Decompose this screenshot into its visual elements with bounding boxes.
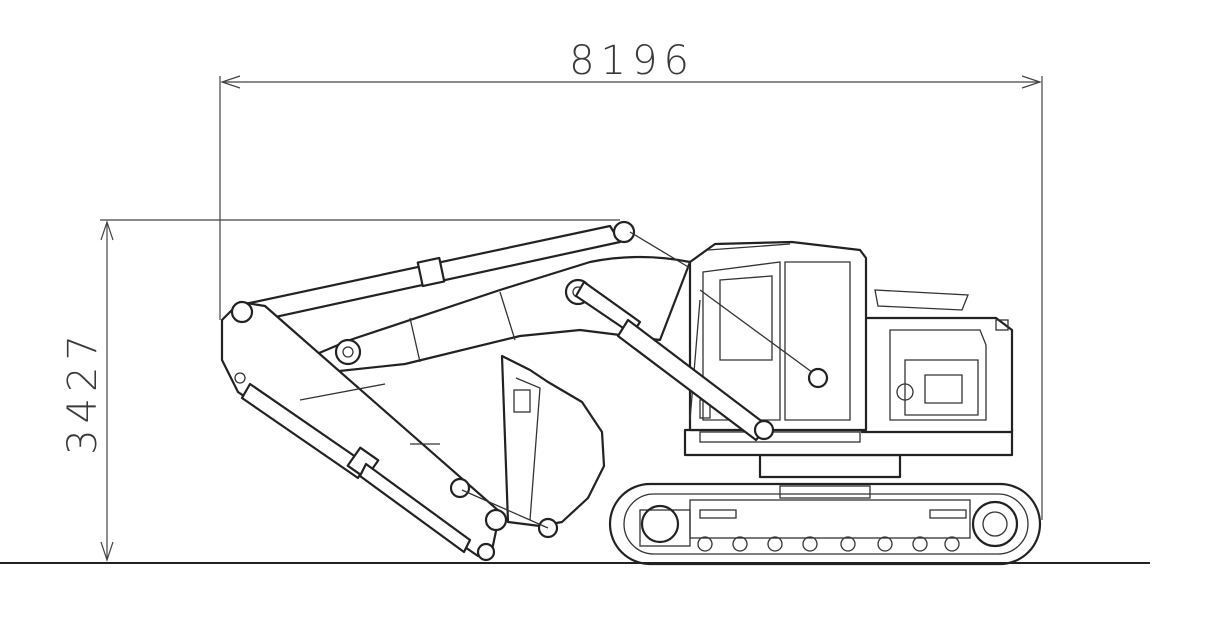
bucket-ear bbox=[513, 389, 531, 413]
bucket-pivot-pin bbox=[484, 508, 508, 532]
track-inner bbox=[623, 493, 1029, 555]
roller bbox=[877, 536, 893, 552]
roller bbox=[944, 536, 960, 552]
boom bbox=[243, 220, 829, 442]
boom-weld-seam bbox=[409, 317, 421, 363]
arm-brace bbox=[299, 383, 386, 401]
counterweight-inset bbox=[924, 374, 963, 404]
boom-hydraulic-line bbox=[699, 289, 821, 379]
boom-cylinder-barrel bbox=[616, 318, 770, 442]
handrail bbox=[874, 289, 969, 311]
engine-hood-panel bbox=[889, 329, 987, 421]
roller bbox=[767, 536, 783, 552]
crawler-track bbox=[608, 482, 1042, 566]
cab-upper-glass bbox=[719, 275, 773, 361]
arm-tip-pin bbox=[476, 542, 496, 562]
overall-length-label: 8196 bbox=[569, 38, 695, 84]
swing-bearing bbox=[758, 453, 902, 479]
height-dimension: 3427 bbox=[60, 219, 620, 562]
bucket-cylinder-barrel bbox=[240, 382, 368, 480]
length-arrow-left bbox=[220, 75, 241, 89]
carrier-roller-guard bbox=[779, 485, 871, 499]
boom-body bbox=[310, 255, 692, 374]
boom-cylinder-base-pin bbox=[753, 419, 775, 441]
height-arrow-bottom bbox=[100, 541, 114, 562]
cab-pillar bbox=[689, 299, 701, 421]
length-arrow-right bbox=[1021, 75, 1042, 89]
bucket-side-plate bbox=[515, 377, 541, 521]
bucket bbox=[461, 354, 606, 539]
arm-cylinder-collar bbox=[416, 256, 446, 288]
length-dimension: 8196 bbox=[219, 38, 1043, 520]
bucket-cylinder-rod bbox=[358, 462, 472, 554]
track-rollers bbox=[697, 536, 960, 552]
roller bbox=[732, 536, 748, 552]
arm-top-pin bbox=[230, 300, 254, 324]
counterweight-panel bbox=[904, 359, 979, 416]
bucket-shell bbox=[500, 354, 606, 528]
overall-height-label: 3427 bbox=[60, 329, 106, 455]
boom-top-link bbox=[629, 231, 691, 269]
exhaust-stack bbox=[995, 319, 1009, 331]
arm-cylinder-head-pin bbox=[612, 220, 636, 244]
sprocket-hub bbox=[982, 511, 1008, 537]
track-bolt-plate bbox=[699, 509, 737, 519]
roller bbox=[802, 536, 818, 552]
tail-light bbox=[896, 383, 914, 401]
roller bbox=[697, 536, 713, 552]
boom-foot-pin bbox=[807, 367, 829, 389]
track-outline bbox=[608, 482, 1042, 566]
boom-arm-pivot-pin bbox=[334, 338, 362, 366]
boom-weld-seam bbox=[499, 291, 516, 341]
cab-roof-guard bbox=[707, 243, 791, 251]
cab-step bbox=[699, 431, 861, 443]
roller bbox=[912, 536, 928, 552]
roller bbox=[840, 536, 856, 552]
pin-center bbox=[342, 346, 354, 358]
track-frame bbox=[689, 499, 971, 539]
bucket-link bbox=[461, 489, 549, 529]
cab-door bbox=[784, 261, 851, 421]
arm-grease-point bbox=[234, 372, 246, 384]
arm bbox=[220, 300, 508, 562]
track-bolt-plate bbox=[929, 509, 967, 519]
cab-front-window bbox=[702, 261, 781, 421]
idler-bracket bbox=[639, 509, 691, 547]
bucket-link-pin bbox=[449, 477, 471, 499]
drive-sprocket bbox=[971, 500, 1019, 548]
height-arrow-top bbox=[100, 220, 114, 241]
front-idler bbox=[640, 504, 680, 544]
